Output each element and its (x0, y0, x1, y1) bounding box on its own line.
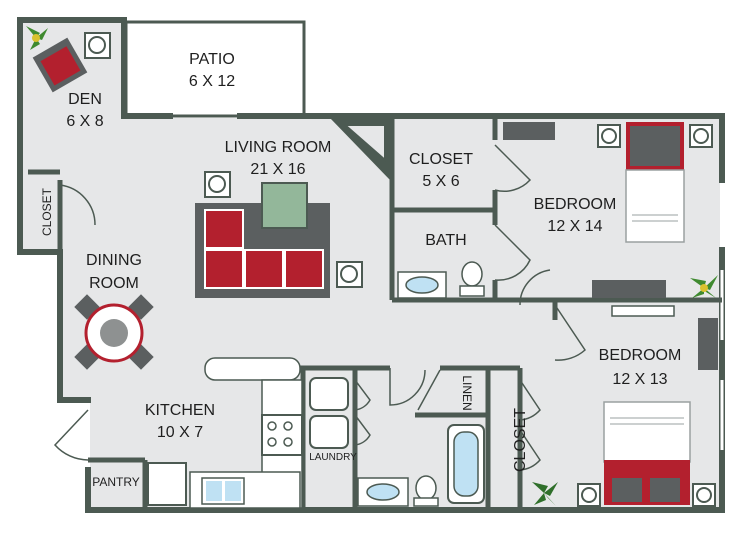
closet-size: 5 X 6 (422, 173, 459, 190)
plant-icon (26, 26, 48, 50)
dresser (592, 280, 666, 298)
kitchen-size: 10 X 7 (157, 424, 203, 441)
lamp-icon (689, 124, 713, 148)
toilet-icon (413, 475, 439, 507)
linen-label: LINEN (460, 375, 474, 410)
dresser (698, 318, 718, 370)
sofa-seat (284, 249, 324, 289)
floor-area (20, 20, 720, 508)
bedroom-2-size: 12 X 13 (612, 371, 667, 388)
closet-left-label: CLOSET (40, 187, 54, 236)
bedroom-label: BEDROOM (534, 196, 617, 213)
pantry-label: PANTRY (92, 475, 140, 489)
dryer (309, 415, 349, 449)
sink-icon (405, 276, 439, 294)
kitchen-label: KITCHEN (145, 402, 215, 419)
toilet-icon (459, 261, 485, 297)
bedroom-size: 12 X 14 (547, 218, 602, 235)
patio-size: 6 X 12 (189, 73, 235, 90)
bedroom-2-label: BEDROOM (599, 347, 682, 364)
stove-icon (261, 414, 303, 456)
sofa-seat (244, 249, 284, 289)
patio-label: PATIO (189, 51, 235, 68)
living-room-size: 21 X 16 (250, 161, 305, 178)
den-label: DEN (68, 91, 102, 108)
washer (309, 377, 349, 411)
dining-table (74, 294, 154, 370)
rug (261, 182, 308, 229)
interior-walls (28, 118, 722, 508)
dresser (503, 122, 555, 140)
lamp-icon (692, 483, 716, 507)
kitchen-sink-icon (201, 477, 245, 505)
lamp-icon (336, 261, 363, 288)
den-size: 6 X 8 (66, 113, 103, 130)
sofa-seat (204, 249, 244, 289)
bathtub-basin (453, 431, 479, 497)
lamp-icon (577, 483, 601, 507)
living-room-label: LIVING ROOM (225, 139, 332, 156)
lamp-icon (84, 32, 111, 59)
dining-room-label: DINING (86, 252, 142, 269)
patio-area (124, 20, 306, 118)
dining-room-label-2: ROOM (89, 275, 139, 292)
window-sill (611, 305, 675, 317)
bath-label: BATH (425, 232, 466, 249)
breakfast-bar (204, 357, 301, 381)
lamp-icon (204, 171, 231, 198)
fireplace-opening (342, 124, 386, 163)
closet-right-label: CLOSET (512, 408, 529, 472)
plant-icon (532, 482, 558, 506)
plant-icon (690, 275, 718, 298)
door-swings (53, 144, 586, 471)
bed (625, 122, 685, 243)
lamp-icon (597, 124, 621, 148)
closet-label: CLOSET (409, 151, 473, 168)
sofa-seat (204, 209, 244, 249)
refrigerator (147, 462, 187, 506)
den-armchair (32, 37, 88, 93)
bed (603, 401, 691, 505)
laundry-label: LAUNDRY (309, 452, 357, 463)
sink-icon (366, 483, 400, 501)
